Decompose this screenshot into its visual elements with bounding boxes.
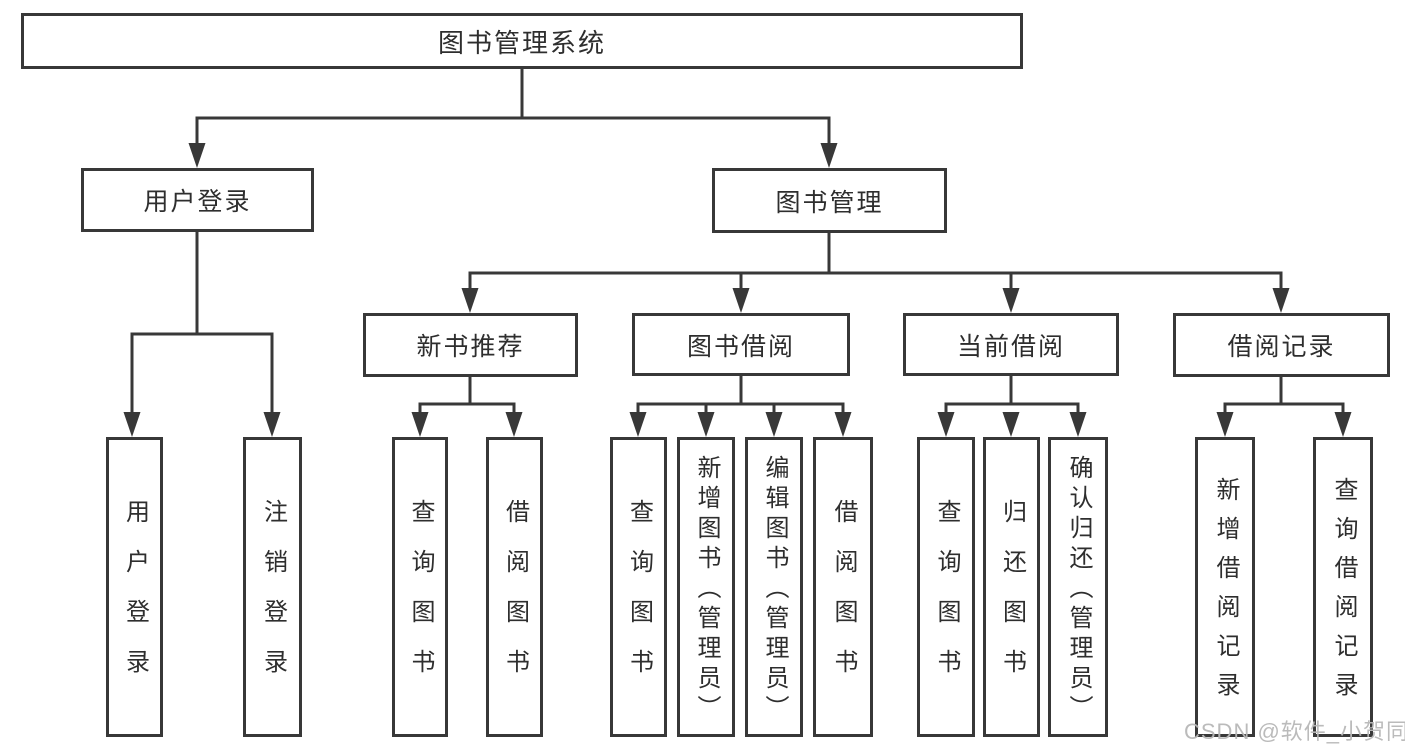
leaf-cb-search-books: 查询图书 bbox=[917, 437, 975, 737]
leaf-bb-add-books-admin: 新增图书（管理员） bbox=[677, 437, 735, 737]
arrowheads bbox=[123, 143, 1352, 437]
node-borrow-records: 借阅记录 bbox=[1173, 313, 1390, 377]
leaf-br-add-record: 新增借阅记录 bbox=[1195, 437, 1255, 737]
leaf-bb-edit-books-admin: 编辑图书（管理员） bbox=[745, 437, 803, 737]
node-current-borrowing: 当前借阅 bbox=[903, 313, 1119, 376]
node-book-management: 图书管理 bbox=[712, 168, 947, 233]
node-new-book-recommend: 新书推荐 bbox=[363, 313, 578, 377]
leaf-rec-borrow-books: 借阅图书 bbox=[486, 437, 543, 737]
leaf-cb-return-books: 归还图书 bbox=[983, 437, 1040, 737]
leaf-logout: 注销登录 bbox=[243, 437, 302, 737]
node-book-borrowing: 图书借阅 bbox=[632, 313, 850, 376]
leaf-user-login: 用户登录 bbox=[106, 437, 163, 737]
csdn-watermark: CSDN @软件_小贺同学 bbox=[1184, 719, 1405, 744]
leaf-bb-search-books: 查询图书 bbox=[610, 437, 667, 737]
leaf-rec-search-books: 查询图书 bbox=[392, 437, 448, 737]
leaf-bb-borrow-books: 借阅图书 bbox=[813, 437, 873, 737]
node-library-management-system: 图书管理系统 bbox=[21, 13, 1023, 69]
node-user-login: 用户登录 bbox=[81, 168, 314, 232]
leaf-cb-confirm-return-admin: 确认归还（管理员） bbox=[1048, 437, 1108, 737]
leaf-br-search-record: 查询借阅记录 bbox=[1313, 437, 1373, 737]
